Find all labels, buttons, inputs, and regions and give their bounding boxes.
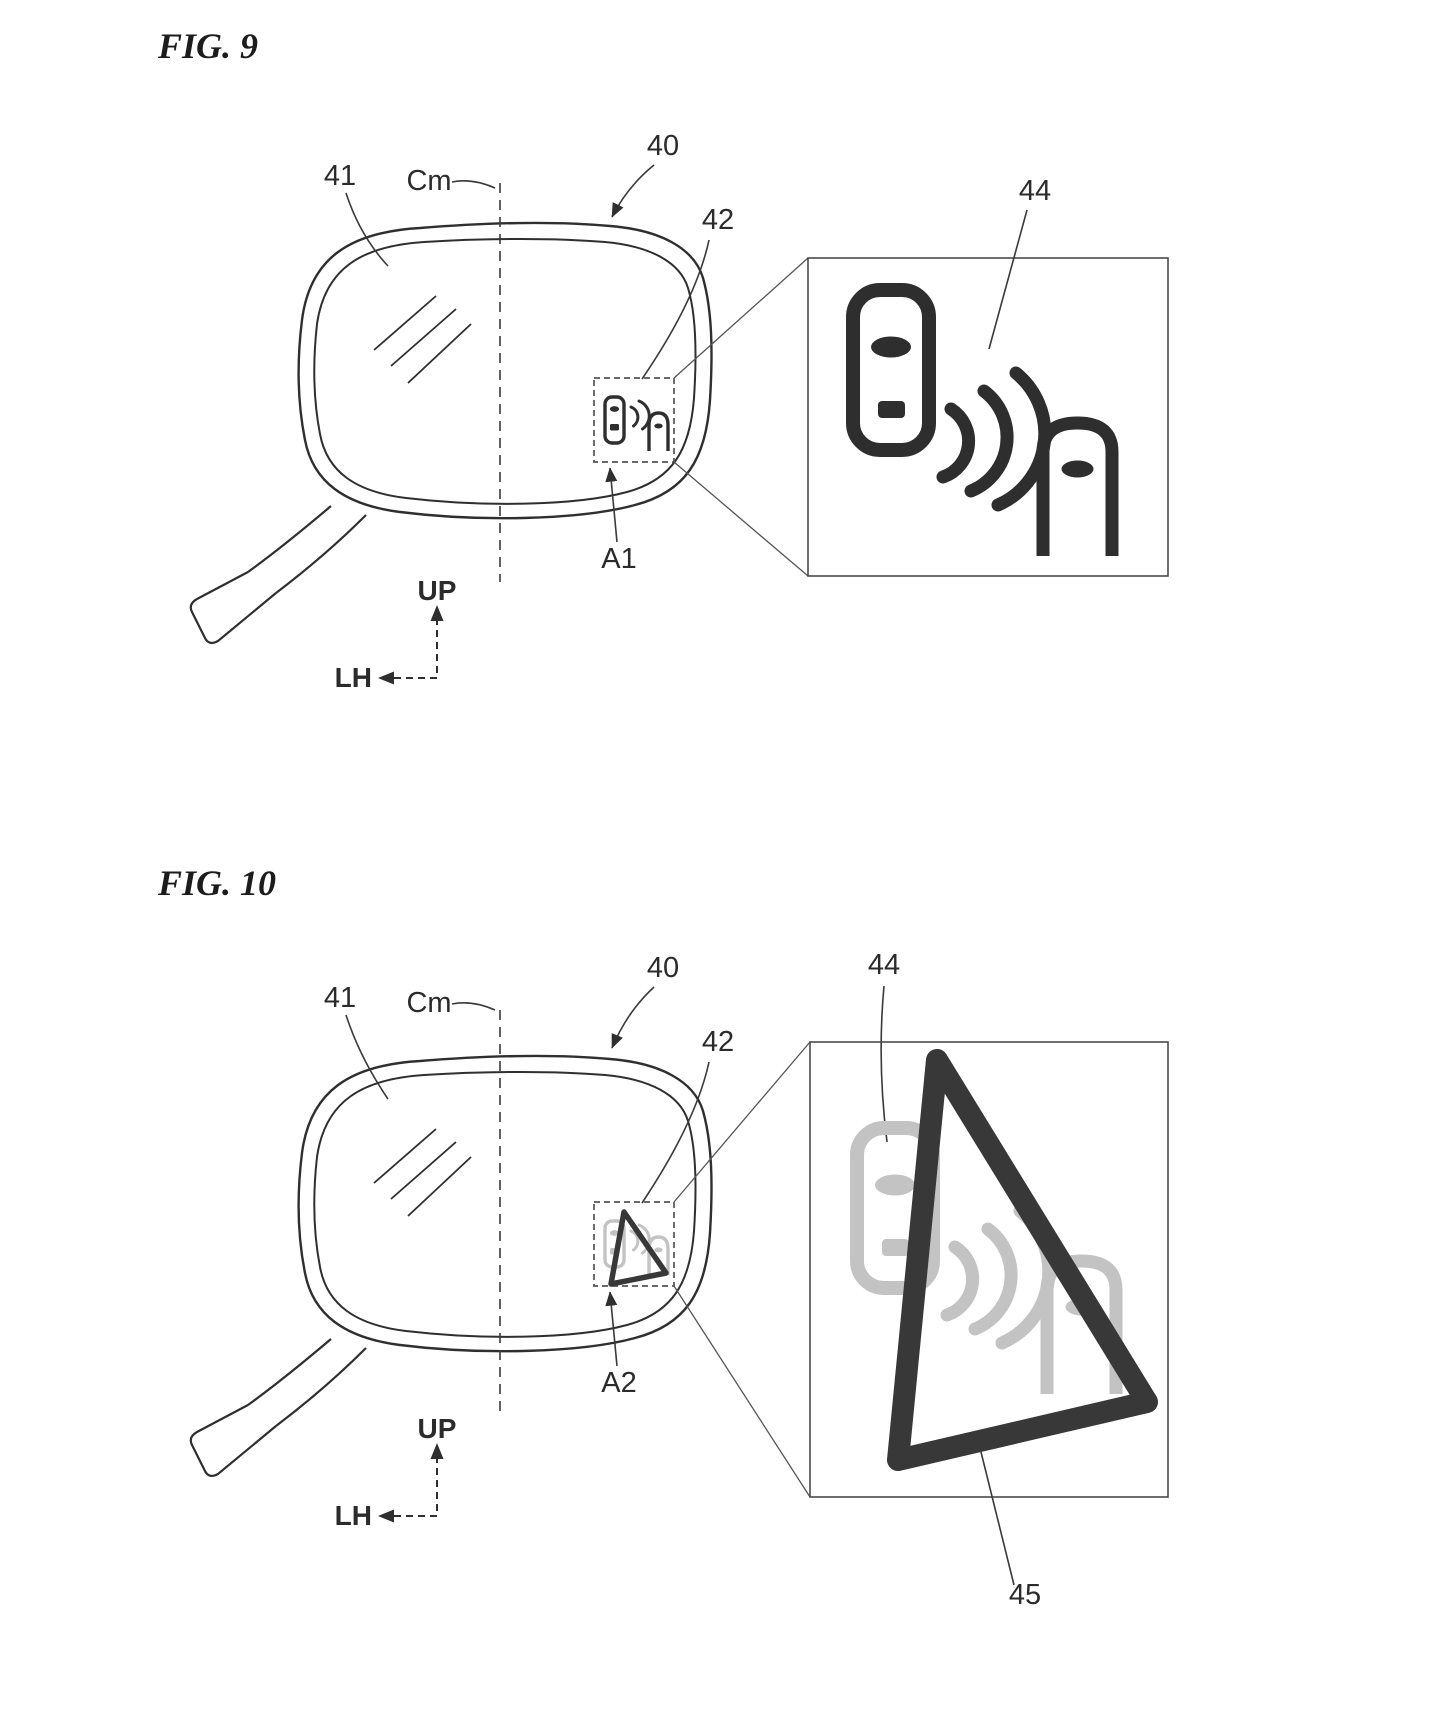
leader-40: [611, 986, 655, 1049]
arrow-a2: [605, 1291, 618, 1367]
leader-44: [988, 209, 1028, 350]
orientation-axes: [377, 604, 445, 686]
leader-41: [345, 1014, 389, 1100]
bsm-indicator-enlarged-faded: [857, 1128, 1116, 1394]
label-44: 44: [868, 949, 900, 981]
projection-line-top: [673, 257, 809, 379]
leader-42: [641, 1061, 710, 1204]
warning-triangle-icon-small: [608, 1209, 669, 1287]
label-lh: LH: [335, 1500, 372, 1531]
label-cm: Cm: [406, 165, 451, 197]
figure-9-title: FIG. 9: [157, 26, 258, 66]
leader-45: [980, 1451, 1015, 1586]
label-40: 40: [647, 130, 679, 162]
orientation-axes: [377, 1442, 445, 1524]
label-up: UP: [418, 575, 457, 606]
figure-10: FIG. 10 41 Cm 40 42 44 A2 45 UP LH: [157, 863, 1169, 1611]
label-41: 41: [324, 982, 356, 1014]
bsm-indicator-on-mirror: [603, 395, 670, 453]
label-40: 40: [647, 952, 679, 984]
indicator-region-a1-box: [593, 377, 675, 463]
projection-line-bottom: [673, 461, 809, 577]
leader-44: [880, 985, 888, 1143]
label-44: 44: [1019, 175, 1051, 207]
detail-zoom-box: [809, 1041, 1169, 1498]
leader-42: [641, 239, 710, 380]
label-a2: A2: [601, 1367, 636, 1399]
label-lh: LH: [335, 662, 372, 693]
label-up: UP: [418, 1413, 457, 1444]
label-cm: Cm: [406, 987, 451, 1019]
label-a1: A1: [601, 543, 636, 575]
figure-9: FIG. 9 41 Cm 40 42 44 A1 UP LH: [157, 26, 1169, 693]
figure-10-title: FIG. 10: [157, 863, 276, 903]
projection-line-bottom: [673, 1285, 811, 1498]
label-42: 42: [702, 204, 734, 236]
leader-cm: [451, 180, 496, 189]
projection-line-top: [673, 1041, 811, 1203]
warning-triangle-icon-large: [887, 1049, 1158, 1471]
arrow-a1: [605, 467, 618, 543]
leader-cm: [451, 1002, 496, 1011]
detail-zoom-box: [807, 257, 1169, 577]
label-41: 41: [324, 160, 356, 192]
leader-41: [345, 192, 389, 267]
label-42: 42: [702, 1026, 734, 1058]
indicator-region-a2-box: [593, 1201, 675, 1287]
bsm-indicator-enlarged: [853, 290, 1112, 556]
leader-40: [611, 164, 655, 218]
